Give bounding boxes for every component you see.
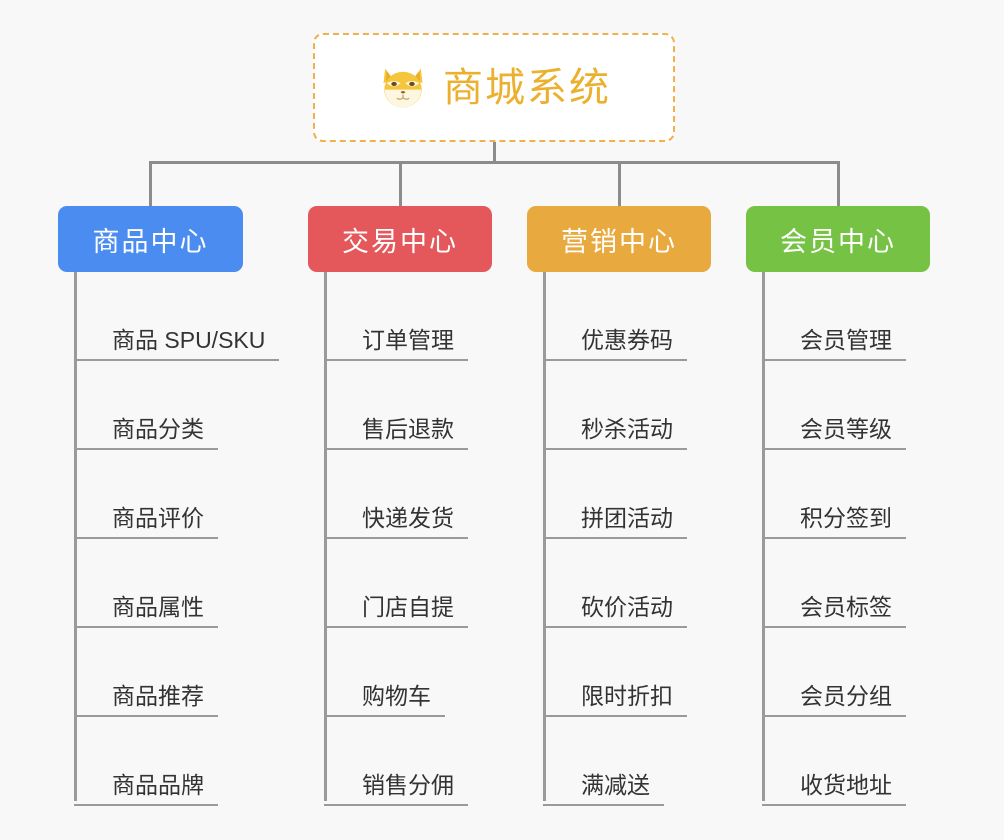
list-item[interactable]: 会员管理 [762, 272, 906, 361]
leaf-label: 收货地址 [800, 771, 892, 798]
branch-product-center: 商品中心 商品 SPU/SKU 商品分类 商品评价 商品属性 商品推荐 商品品牌 [58, 206, 280, 806]
leaf-label: 会员管理 [800, 326, 892, 353]
leaf-label: 会员标签 [800, 593, 892, 620]
leaf-label: 商品推荐 [112, 682, 204, 709]
connector-root-stem [493, 142, 496, 163]
list-item[interactable]: 快递发货 [324, 450, 468, 539]
leaf-label: 限时折扣 [581, 682, 673, 709]
leaf-list-3: 优惠券码 秒杀活动 拼团活动 砍价活动 限时折扣 满减送 [543, 272, 687, 806]
branch-trunk-1 [74, 272, 77, 801]
branch-header-4[interactable]: 会员中心 [746, 206, 930, 272]
list-item[interactable]: 商品分类 [74, 361, 218, 450]
list-item[interactable]: 优惠券码 [543, 272, 687, 361]
branch-trunk-4 [762, 272, 765, 801]
leaf-label: 砍价活动 [581, 593, 673, 620]
branch-member-center: 会员中心 会员管理 会员等级 积分签到 会员标签 会员分组 收货地址 [746, 206, 930, 806]
leaf-label: 会员分组 [800, 682, 892, 709]
leaf-list-2: 订单管理 售后退款 快递发货 门店自提 购物车 销售分佣 [324, 272, 468, 806]
branch-trunk-3 [543, 272, 546, 801]
leaf-label: 商品分类 [112, 415, 204, 442]
leaf-label: 购物车 [362, 682, 431, 709]
leaf-list-1: 商品 SPU/SKU 商品分类 商品评价 商品属性 商品推荐 商品品牌 [74, 272, 280, 806]
list-item[interactable]: 购物车 [324, 628, 445, 717]
connector-drop-branch-2 [399, 161, 402, 206]
list-item[interactable]: 拼团活动 [543, 450, 687, 539]
list-item[interactable]: 门店自提 [324, 539, 468, 628]
shiba-dog-face-icon [383, 68, 423, 107]
leaf-label: 订单管理 [362, 326, 454, 353]
list-item[interactable]: 收货地址 [762, 717, 906, 806]
list-item[interactable]: 满减送 [543, 717, 664, 806]
leaf-label: 秒杀活动 [581, 415, 673, 442]
list-item[interactable]: 限时折扣 [543, 628, 687, 717]
branch-header-3[interactable]: 营销中心 [527, 206, 711, 272]
leaf-label: 商品评价 [112, 504, 204, 531]
connector-drop-branch-3 [618, 161, 621, 206]
list-item[interactable]: 砍价活动 [543, 539, 687, 628]
list-item[interactable]: 商品属性 [74, 539, 218, 628]
list-item[interactable]: 会员等级 [762, 361, 906, 450]
leaf-label: 积分签到 [800, 504, 892, 531]
connector-drop-branch-4 [837, 161, 840, 206]
branch-marketing-center: 营销中心 优惠券码 秒杀活动 拼团活动 砍价活动 限时折扣 满减送 [527, 206, 711, 806]
branch-trade-center: 交易中心 订单管理 售后退款 快递发货 门店自提 购物车 销售分佣 [308, 206, 492, 806]
leaf-label: 会员等级 [800, 415, 892, 442]
branch-header-2[interactable]: 交易中心 [308, 206, 492, 272]
list-item[interactable]: 商品 SPU/SKU [74, 272, 280, 361]
list-item[interactable]: 商品推荐 [74, 628, 218, 717]
leaf-label: 销售分佣 [362, 771, 454, 798]
branch-header-1[interactable]: 商品中心 [58, 206, 243, 272]
leaf-label: 商品品牌 [112, 771, 204, 798]
leaf-label: 拼团活动 [581, 504, 673, 531]
leaf-label: 售后退款 [362, 415, 454, 442]
leaf-label: 门店自提 [362, 593, 454, 620]
list-item[interactable]: 订单管理 [324, 272, 468, 361]
leaf-label: 商品 SPU/SKU [112, 326, 266, 353]
list-item[interactable]: 积分签到 [762, 450, 906, 539]
list-item[interactable]: 商品品牌 [74, 717, 218, 806]
list-item[interactable]: 售后退款 [324, 361, 468, 450]
list-item[interactable]: 商品评价 [74, 450, 218, 539]
root-title: 商城系统 [443, 65, 611, 110]
list-item[interactable]: 秒杀活动 [543, 361, 687, 450]
branch-trunk-2 [324, 272, 327, 801]
connector-drop-branch-1 [149, 161, 152, 206]
root-node[interactable]: 商城系统 [313, 33, 675, 142]
leaf-label: 优惠券码 [581, 326, 673, 353]
list-item[interactable]: 会员标签 [762, 539, 906, 628]
leaf-list-4: 会员管理 会员等级 积分签到 会员标签 会员分组 收货地址 [762, 272, 906, 806]
leaf-label: 满减送 [581, 771, 650, 798]
leaf-label: 快递发货 [362, 504, 454, 531]
list-item[interactable]: 销售分佣 [324, 717, 468, 806]
list-item[interactable]: 会员分组 [762, 628, 906, 717]
leaf-label: 商品属性 [112, 593, 204, 620]
connector-horizontal-bus [150, 161, 839, 164]
